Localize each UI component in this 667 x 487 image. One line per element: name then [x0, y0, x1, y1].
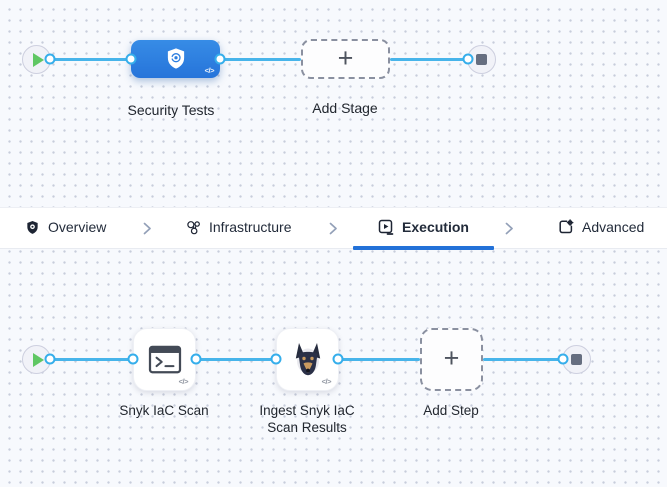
shield-scan-icon [167, 48, 184, 69]
play-icon [32, 352, 44, 367]
connector-dot[interactable] [127, 353, 139, 365]
yaml-code-badge: </> [321, 377, 332, 386]
tab-label: Advanced [582, 219, 645, 235]
chevron-right-icon [329, 222, 337, 235]
add-step-button[interactable]: + [420, 328, 483, 391]
tab-advanced[interactable]: Advanced [558, 208, 644, 246]
stage-config-tabbar: Overview Infrastructure Execut [0, 207, 667, 250]
step-connector-line [338, 357, 420, 361]
add-stage-label: Add Stage [312, 100, 378, 116]
connector-dot[interactable] [332, 353, 344, 365]
add-step-label: Add Step [423, 403, 479, 418]
stage-connector-line [390, 57, 468, 61]
stage-connector-line [50, 57, 131, 61]
step-label: Snyk IaC Scan [119, 403, 209, 418]
step-connector-line [196, 357, 276, 361]
step-label: Ingest Snyk IaC Scan Results [259, 403, 355, 435]
tab-overview[interactable]: Overview [25, 208, 106, 246]
tab-infrastructure[interactable]: Infrastructure [186, 208, 291, 246]
play-icon [32, 52, 44, 67]
terminal-icon [148, 345, 181, 373]
tab-label: Execution [402, 219, 469, 235]
connector-dot[interactable] [557, 353, 569, 365]
connector-dot[interactable] [44, 53, 56, 65]
chevron-right-icon [143, 222, 151, 235]
execution-icon [378, 219, 394, 235]
chevron-right-icon [505, 222, 513, 235]
stage-card-security-tests[interactable]: </> [131, 40, 220, 78]
tab-label: Infrastructure [209, 219, 292, 235]
connector-dot[interactable] [462, 53, 474, 65]
add-stage-button[interactable]: + [301, 39, 390, 79]
connector-dot[interactable] [270, 353, 282, 365]
yaml-code-badge: </> [178, 377, 189, 386]
stop-square-icon [571, 354, 582, 365]
step-connector-line [483, 357, 564, 361]
connector-dot[interactable] [44, 353, 56, 365]
stop-square-icon [476, 54, 487, 65]
shield-icon [27, 220, 38, 234]
stage-connector-line [220, 57, 301, 61]
plus-icon: + [443, 343, 460, 373]
advanced-icon [559, 219, 574, 234]
plus-icon: + [337, 42, 354, 73]
connector-dot[interactable] [214, 53, 226, 65]
snyk-dog-icon [295, 342, 320, 375]
tab-execution[interactable]: Execution [353, 208, 494, 250]
tab-label: Overview [48, 219, 107, 235]
stage-end-node [467, 45, 496, 74]
stage-label: Security Tests [127, 102, 215, 118]
step-card-snyk-iac-scan[interactable]: </> [133, 328, 196, 391]
step-card-ingest-snyk-results[interactable]: </> [276, 328, 339, 391]
infrastructure-icon [187, 220, 200, 234]
connector-dot[interactable] [190, 353, 202, 365]
connector-dot[interactable] [125, 53, 137, 65]
yaml-code-badge: </> [204, 66, 215, 75]
step-end-node [562, 345, 591, 374]
step-connector-line [50, 357, 133, 361]
